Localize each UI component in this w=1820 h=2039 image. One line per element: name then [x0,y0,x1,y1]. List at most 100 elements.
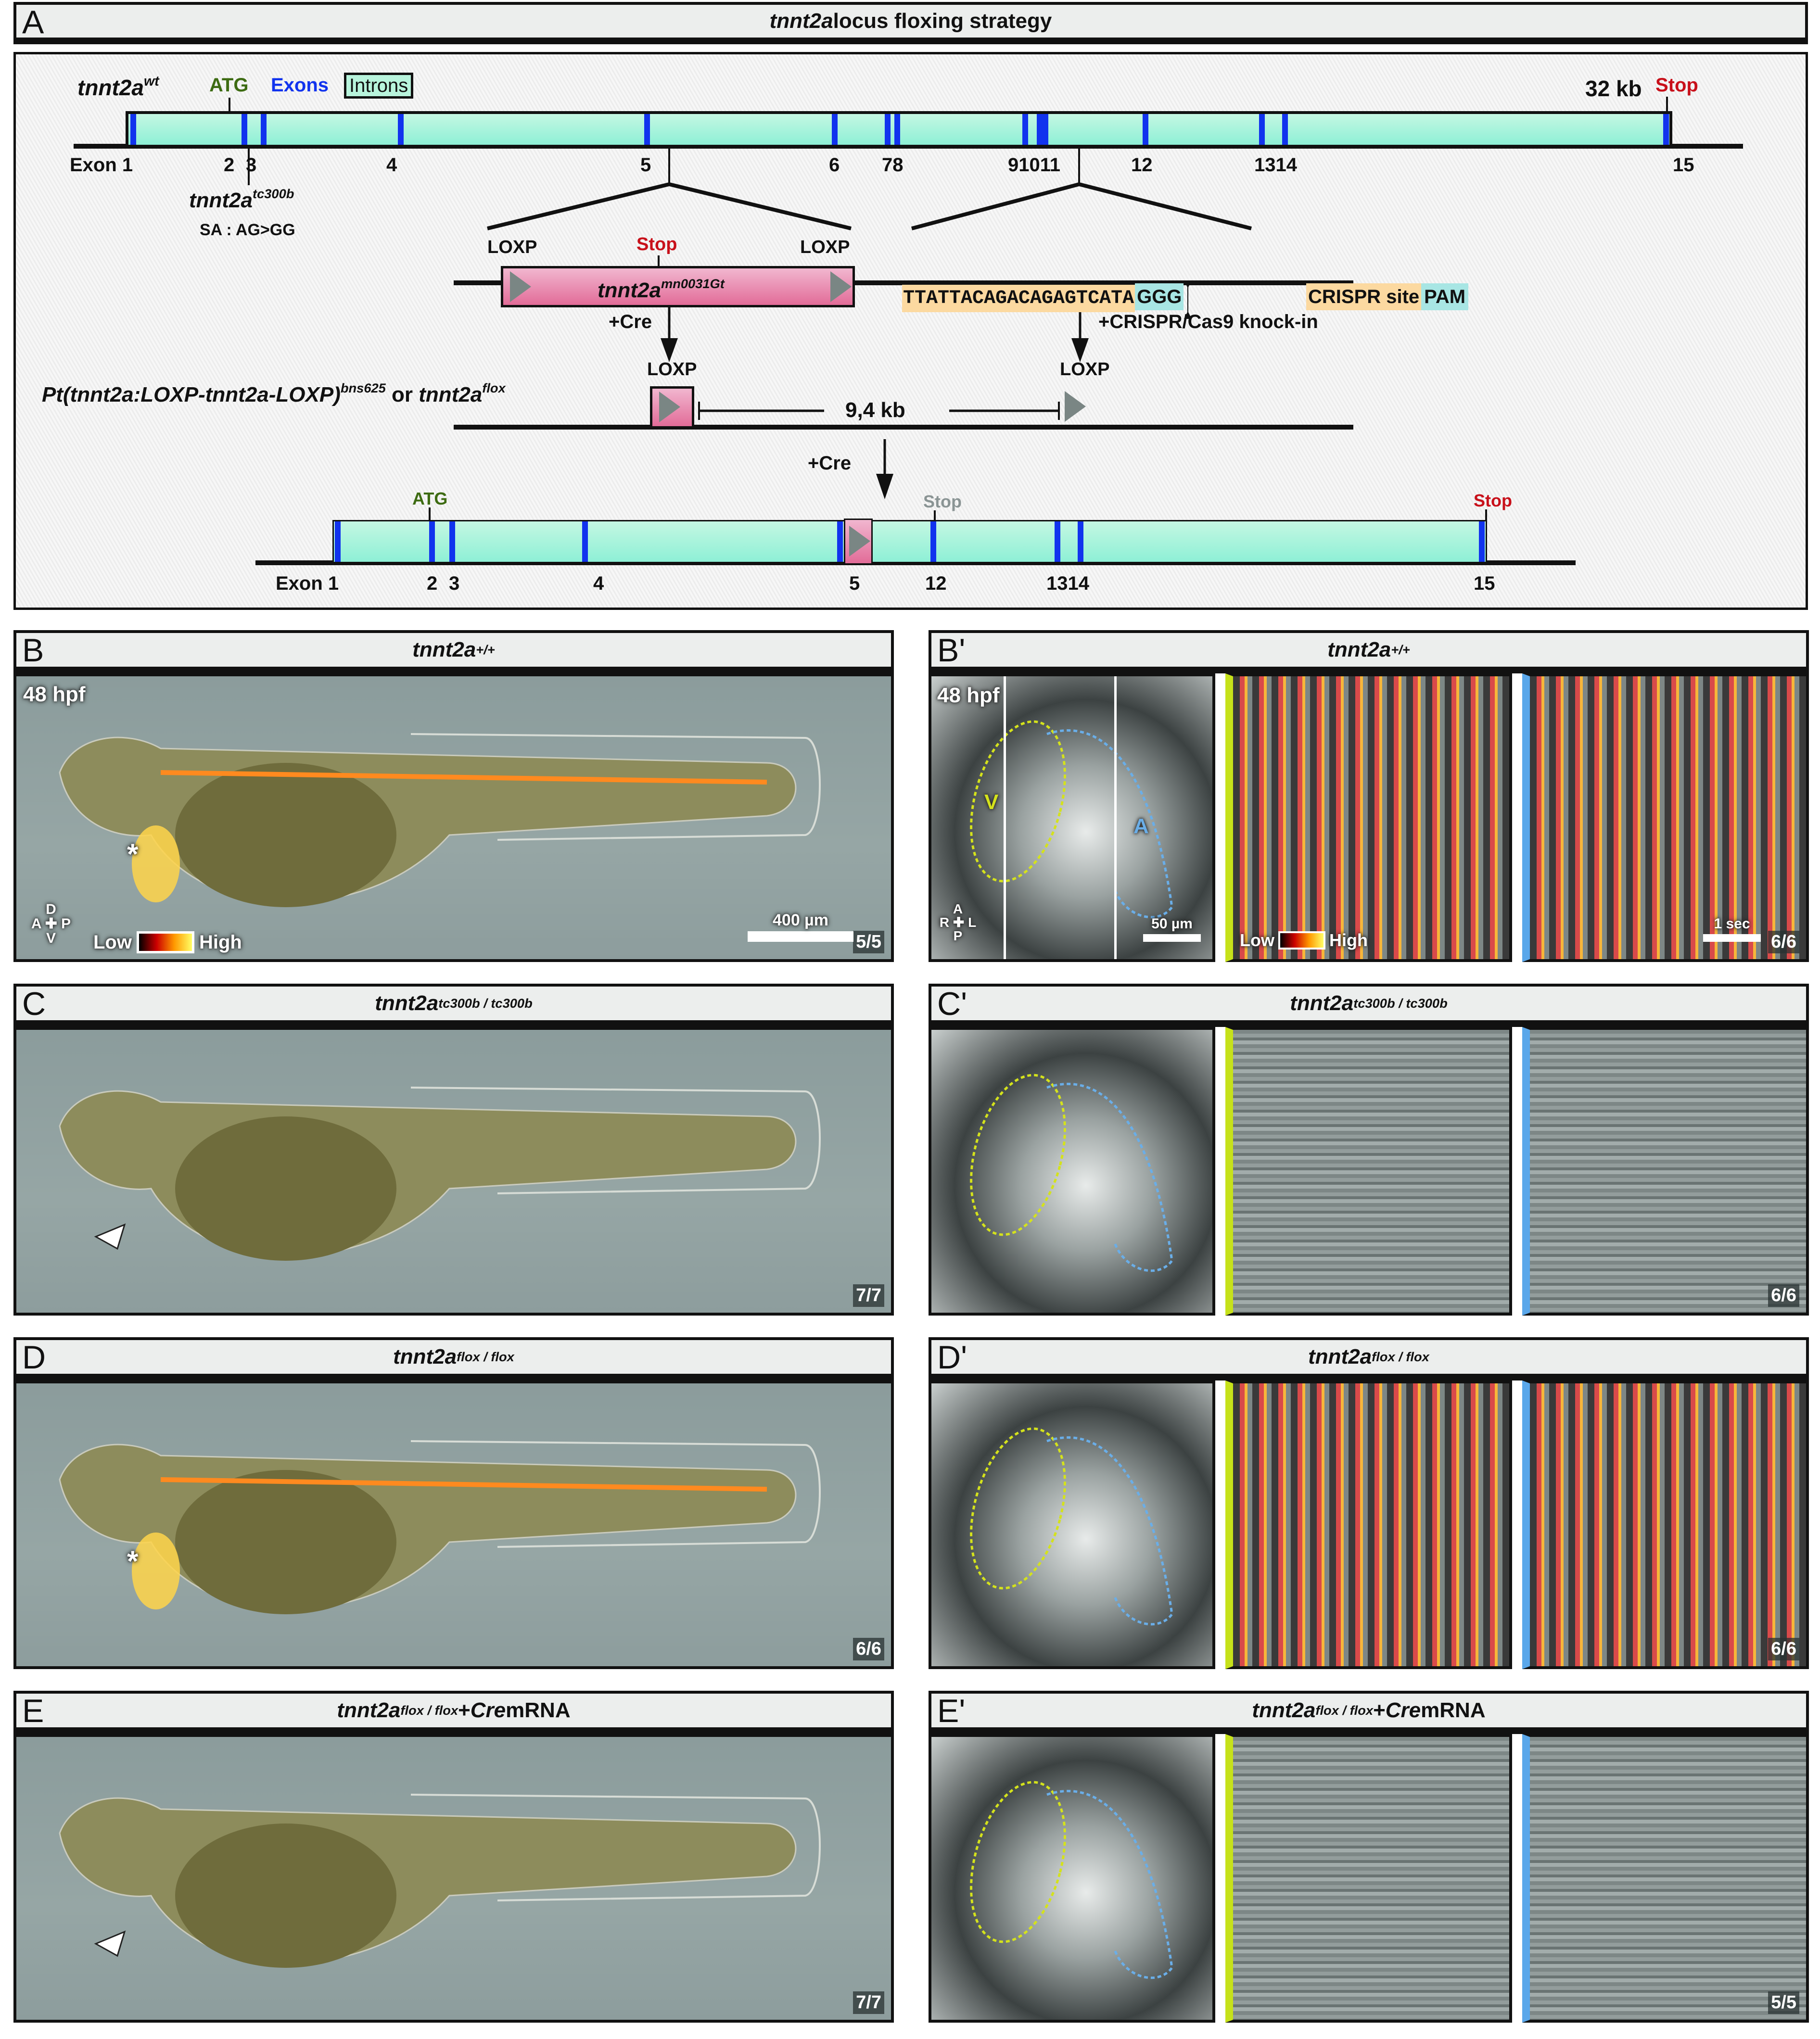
kymograph-atrium: 6/6 1 sec [1522,673,1809,962]
exon-mark [429,521,435,562]
zoom-lines [487,148,1252,499]
atg-tick [429,507,431,520]
cre-label: +Cre [609,311,652,332]
exon-mark [930,521,936,562]
arrow-head [1071,338,1089,362]
loxp-label: LOXP [647,359,697,380]
genetrap-baseline [454,280,1353,285]
exon-label: 5 [849,573,860,594]
panel-a-title: tnnt2a locus floxing strategy [769,9,1052,33]
arrow-head [661,338,678,362]
size-label: 32 kb [1585,76,1642,101]
atg-tick [229,98,230,112]
kymo-line [1114,676,1117,959]
fluorescence-signal [160,770,767,785]
panel-a-header: A tnnt2a locus floxing strategy [13,2,1808,44]
exon-mark [832,114,838,145]
marker [93,1929,127,1960]
mutant-tick [248,147,250,185]
exon-mark [1282,114,1288,145]
stage-label: 48 hpf [23,683,86,706]
genotype-sup: +/+ [1391,642,1410,657]
exon-mark [398,114,404,145]
panel-letter: B' [937,632,966,669]
heart-outlines [970,1427,1173,1626]
ventricle-outline [970,1074,1066,1236]
genotype-sup: flox / flox [1372,1349,1429,1364]
time-scale-bar: 1 sec [1703,917,1761,942]
embryo-drawing [59,1794,821,1968]
kymograph-atrium: 6/6 [1522,1380,1809,1669]
panel-letter: D' [937,1339,967,1376]
sample-count: 7/7 [853,1991,884,2014]
exon-mark [1479,521,1485,562]
wt-gene-body [126,111,1672,148]
heart-outlines [970,720,1173,919]
introns-legend: Introns [344,73,414,99]
ventricle-outline [970,1781,1066,1943]
cut-site-icon [1184,280,1192,319]
embryo-body [59,1090,797,1257]
exon-mark [1259,114,1265,145]
atrium-outline [1046,1436,1173,1626]
sample-count: 6/6 [1768,1284,1799,1307]
exon-label: 3 [449,573,460,594]
exon-label: 5 [640,154,651,176]
sample-count: 5/5 [853,931,884,953]
exon-mark [335,521,341,562]
stop-tick [658,255,660,268]
stop-tick [1485,509,1487,521]
exon-label: 1314 [1254,154,1297,176]
genotype-sup: flox / flox [400,1703,458,1718]
exon-mark [885,114,891,145]
exon-mark [1143,114,1148,145]
panel-letter: C [22,986,46,1022]
exon-label: 91011 [1008,154,1061,176]
gene-name: tnnt2a [1327,638,1391,661]
fin-fold [410,1087,821,1194]
panel-header: B tnnt2a+/+ [13,630,894,673]
recomb-gene-body [332,519,1487,565]
exon-label: 15 [1474,573,1495,594]
exon-label: 78 [882,154,904,176]
loxp-triangle-icon [830,271,852,302]
zoom-line [487,182,670,230]
exon-mark [1022,114,1028,145]
atrium-outline [1046,1083,1173,1272]
gene-name: tnnt2a [412,638,476,661]
yolk-sac [175,1824,396,1968]
embryo-drawing [59,733,821,907]
panel-letter: E' [937,1693,966,1729]
exon-mark [130,114,136,145]
panel-letter: E [22,1693,44,1729]
heart-image [929,1027,1215,1316]
embryo-image: 7/7 [13,1027,894,1316]
panel-a-diagram: tnnt2awt ATG Exons Introns 32 kb Stop Ex… [13,52,1808,610]
wt-allele-label: tnnt2awt [77,74,159,100]
stop-label: Stop [636,234,677,254]
genotype-sup: tc300b / tc300b [1353,996,1448,1011]
exon-label: 15 [1673,154,1694,176]
embryo-image: * 6/6 [13,1380,894,1669]
fin-fold [410,733,821,841]
panel-letter: A [22,4,44,40]
sample-count: 6/6 [853,1638,884,1660]
exon-label: Exon 1 [70,154,133,176]
exon-mark [1055,521,1060,562]
mutant-note: SA : AG>GG [200,221,295,239]
marker: * [127,1545,139,1577]
ventricle-outline [970,1427,1066,1590]
atg-label: ATG [412,489,448,508]
marker [93,1222,127,1253]
knockin-label: +CRISPR/Cas9 knock-in [1098,311,1318,332]
kymo-line [1004,676,1006,959]
genetrap-cassette: tnnt2amn0031Gt [501,266,855,307]
fin-fold [410,1794,821,1901]
